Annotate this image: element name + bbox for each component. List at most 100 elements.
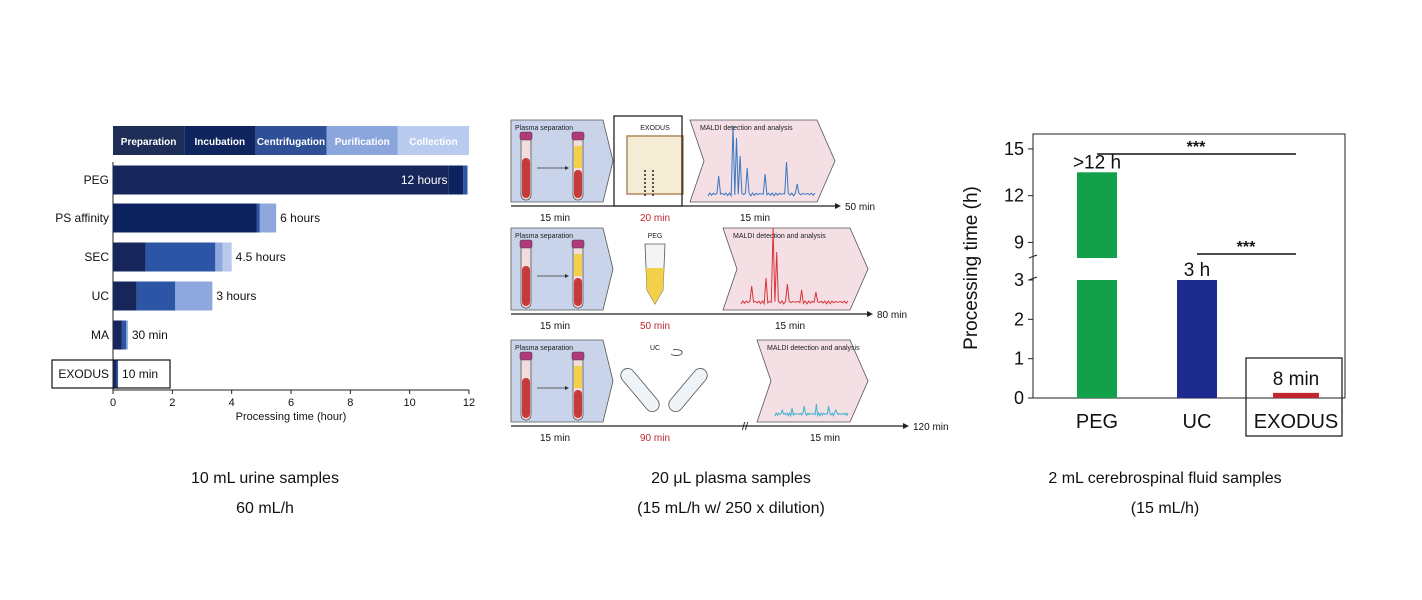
step2-label: UC <box>650 345 660 352</box>
x-axis-title: Processing time (hour) <box>236 411 347 423</box>
timeline-total: 80 min <box>877 310 907 321</box>
step1-time: 15 min <box>540 213 570 224</box>
bar-segment <box>145 242 216 272</box>
caption-plasma-line2: (15 mL/h w/ 250 x dilution) <box>637 500 825 517</box>
bar-total-label: 30 min <box>132 328 168 342</box>
bar-peg-upper <box>1077 172 1117 258</box>
row-label-uc: UC <box>92 289 110 303</box>
step-plasma-separation-box <box>510 339 614 423</box>
phase-legend-label: Incubation <box>195 137 246 148</box>
phase-legend-collection <box>397 126 469 155</box>
bar-uc <box>1177 280 1217 398</box>
rotation-arrow-icon <box>670 349 683 356</box>
bar-segment <box>113 242 146 272</box>
y-tick-label: 9 <box>1014 232 1024 252</box>
bar-segment <box>463 165 468 195</box>
x-category-label: PEG <box>1076 411 1118 433</box>
step2-label: EXODUS <box>640 125 670 132</box>
caption-csf-line1: 2 mL cerebrospinal fluid samples <box>1048 470 1282 487</box>
step2-time: 50 min <box>640 321 670 332</box>
arrow-head-icon <box>565 386 569 390</box>
timeline-arrow-icon <box>903 423 909 429</box>
step2-time: 20 min <box>640 213 670 224</box>
blood-fill <box>522 378 530 418</box>
phase-legend-label: Centrifugation <box>257 137 325 148</box>
bar-segment <box>121 320 127 350</box>
exodus-highlight-box <box>51 359 171 389</box>
bar-segment <box>222 242 232 272</box>
bar-total-label: 12 hours <box>401 173 448 187</box>
blood-fill <box>574 390 582 418</box>
y-tick-label: 1 <box>1014 349 1024 369</box>
x-tick-label: 12 <box>463 397 475 409</box>
bar-peg-lower <box>1077 280 1117 398</box>
step1-label: Plasma separation <box>515 345 573 352</box>
phase-legend-label: Collection <box>409 137 457 148</box>
bar-segment <box>113 203 257 233</box>
bar-segment <box>256 203 260 233</box>
y-tick-label: 0 <box>1014 388 1024 408</box>
caption-urine-line1: 10 mL urine samples <box>191 470 339 487</box>
phase-legend-preparation <box>113 126 185 155</box>
x-tick-label: 4 <box>229 397 235 409</box>
step3-time: 15 min <box>775 321 805 332</box>
bar-total-label: 4.5 hours <box>236 250 286 264</box>
row-label-peg: PEG <box>84 173 109 187</box>
step-maldi-box <box>722 227 869 311</box>
bar-segment <box>448 165 464 195</box>
y-axis-title: Processing time (h) <box>961 186 982 350</box>
workflow-row-3: Plasma separation UC MALDI detection and a… <box>510 339 949 444</box>
caption-csf: 2 mL cerebrospinal fluid samples (15 mL/… <box>975 464 1355 524</box>
step-plasma-separation-box <box>510 227 614 311</box>
bar-segment <box>113 281 137 311</box>
x-tick-label: 10 <box>404 397 416 409</box>
step1-label: Plasma separation <box>515 233 573 240</box>
arrow-head-icon <box>565 166 569 170</box>
arrow-head-icon <box>565 274 569 278</box>
tube-cap-icon <box>571 131 585 141</box>
bar-segment <box>126 320 128 350</box>
step3-label: MALDI detection and analysis <box>767 345 860 352</box>
row-label-exodus: EXODUS <box>58 367 109 381</box>
exodus-device-icon <box>626 135 684 195</box>
x-category-label: EXODUS <box>1254 411 1338 433</box>
middle-workflow-panel: Plasma separation EXODUS MALDI detection a… <box>505 108 955 448</box>
caption-urine: 10 mL urine samples 60 mL/h <box>75 464 455 524</box>
tube-cap-icon <box>519 239 533 249</box>
x-tick-label: 2 <box>169 397 175 409</box>
bar-segment <box>116 359 119 389</box>
mass-spectrum-trace <box>707 125 816 198</box>
step3-label: MALDI detection and analysis <box>733 233 826 240</box>
phase-legend-label: Purification <box>335 137 390 148</box>
y-tick-label: 3 <box>1014 270 1024 290</box>
timeline-arrow-icon <box>867 311 873 317</box>
bar-value-label: 3 h <box>1184 260 1210 281</box>
timeline-arrow-icon <box>835 203 841 209</box>
step-plasma-separation-box <box>510 119 614 203</box>
x-tick-label: 8 <box>347 397 353 409</box>
bar-segment <box>113 165 449 195</box>
bar-segment <box>259 203 277 233</box>
bar-value-label: 8 min <box>1273 369 1319 390</box>
timeline-total: 120 min <box>913 422 949 433</box>
tube-cap-icon <box>519 131 533 141</box>
blood-fill <box>574 170 582 198</box>
timeline-total: 50 min <box>845 202 875 213</box>
bar-total-label: 3 hours <box>216 289 256 303</box>
plasma-fill <box>574 146 582 168</box>
phase-legend-purification <box>326 126 398 155</box>
bar-segment <box>215 242 223 272</box>
x-category-label: UC <box>1183 411 1212 433</box>
y-tick-label: 12 <box>1004 186 1024 206</box>
mass-spectrum-trace <box>774 403 849 418</box>
step-maldi-box <box>756 339 869 423</box>
bar-segment <box>136 281 176 311</box>
x-tick-label: 6 <box>288 397 294 409</box>
bar-exodus <box>1273 392 1319 398</box>
uc-tube-icon <box>620 368 660 412</box>
